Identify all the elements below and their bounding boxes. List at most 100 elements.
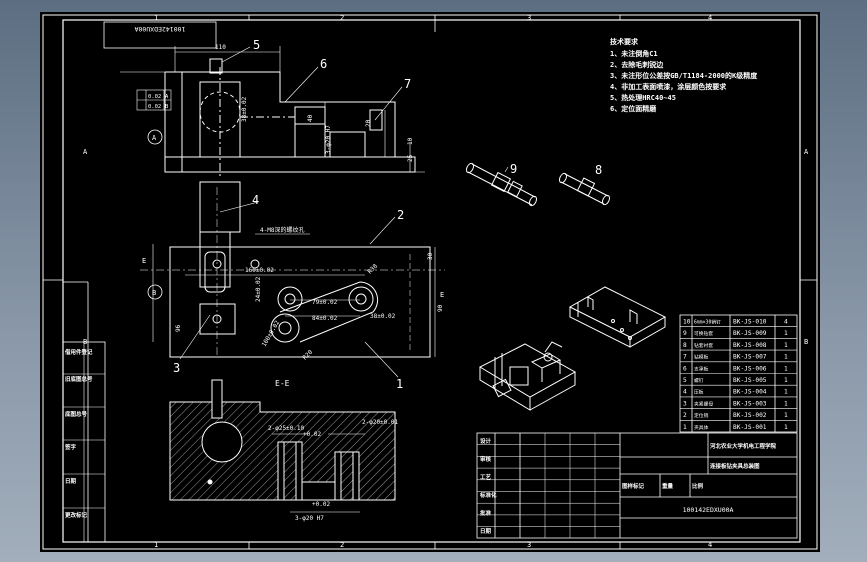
- datum-b-circle: [147, 284, 163, 300]
- bom-cell-name: 压板: [694, 389, 704, 396]
- title-weight-label: 重量: [662, 482, 674, 490]
- bom-cell-no: 2: [683, 412, 687, 419]
- top-drawing-number: 100142EDXU00A: [134, 25, 185, 33]
- section-e-e-label: E-E: [275, 379, 290, 388]
- title-scale-label: 图样标记: [622, 482, 645, 490]
- balloon-8: 8: [595, 163, 602, 177]
- datum-a-circle: [147, 129, 163, 145]
- bom-cell-name: 夹紧螺母: [694, 400, 713, 407]
- bom-cell-qty: 1: [784, 377, 788, 384]
- bom-cell-qty: 1: [784, 365, 788, 372]
- bom-cell-no: 4: [683, 389, 687, 396]
- zone-col-1-bottom: 1: [154, 541, 158, 549]
- bom-cell-qty: 1: [784, 354, 788, 361]
- bom-cell-no: 6: [683, 365, 687, 372]
- bom-cell-code: BK-JS-005: [733, 377, 767, 384]
- dim-40: 40: [307, 114, 314, 122]
- zone-col-4-top: 4: [708, 14, 712, 22]
- bom-cell-no: 10: [683, 319, 691, 326]
- bom-cell-no: 1: [683, 424, 687, 431]
- bom-cell-no: 7: [683, 354, 687, 361]
- dim-90: 90: [437, 304, 444, 312]
- dim-24: 24±0.02: [255, 276, 262, 302]
- title-block-grid: [477, 433, 620, 538]
- zone-col-3-bottom: 3: [527, 541, 531, 549]
- dim-10: 10: [407, 137, 414, 145]
- front-view: [164, 58, 416, 177]
- bom-cell-code: BK-JS-006: [733, 365, 767, 372]
- tolerance-frame: 0.02 0.02 A B: [136, 89, 172, 111]
- tol-datum-1: A: [165, 94, 169, 100]
- section-mark-e-left: E: [142, 257, 146, 265]
- inner-frame: [62, 19, 801, 543]
- title-school: 河北农业大学机电工程学院: [710, 442, 777, 450]
- title-label-design: 设计: [480, 437, 492, 445]
- outer-border: [42, 14, 818, 550]
- isometric-fixture-assembly: [478, 341, 577, 411]
- bom-cell-name: 定位销: [694, 412, 709, 419]
- dim-2phi25: 2-φ25±0.10: [268, 425, 305, 432]
- dim-79: 79±0.02: [312, 299, 338, 306]
- bom-cell-no: 8: [683, 342, 687, 349]
- datum-a-label: A: [152, 134, 157, 142]
- zone-col-2-bottom: 2: [340, 541, 344, 549]
- bom-cell-name: 夹具体: [694, 424, 709, 431]
- side-label-2: 旧底图总号: [65, 375, 93, 383]
- bom-cell-code: BK-JS-001: [733, 424, 767, 431]
- bom-cell-no: 5: [683, 377, 687, 384]
- cad-drawing-sheet: 1 2 3 4 1 2 3 4 A B A B 100142EDXU00A 借用…: [40, 12, 820, 552]
- leader-lines: [179, 46, 509, 378]
- part-9-bushing: [465, 162, 538, 207]
- balloon-6: 6: [320, 57, 327, 71]
- top-drawing-number-box: [103, 21, 217, 49]
- tol-value-1: 0.02: [148, 94, 161, 100]
- title-label-date: 日期: [480, 527, 492, 535]
- balloon-2: 2: [397, 208, 404, 222]
- dim-20: 20: [365, 119, 372, 127]
- title-label-process: 工艺: [480, 473, 492, 481]
- dim-160: 160±0.02: [245, 267, 274, 274]
- dim-84: 84±0.02: [312, 315, 338, 322]
- tol-datum-2: B: [165, 104, 169, 110]
- bom-cell-qty: 4: [784, 319, 788, 326]
- balloon-4: 4: [252, 193, 259, 207]
- zone-row-a-left: A: [83, 148, 88, 156]
- bom-cell-no: 9: [683, 330, 687, 337]
- balloon-3: 3: [173, 361, 180, 375]
- dim-phi20-front: 3-φ20 H7: [325, 125, 332, 154]
- dim-plus002-bottom: +0.02: [312, 501, 330, 508]
- bom-cell-qty: 1: [784, 389, 788, 396]
- section-mark-e-right: E: [440, 291, 444, 299]
- tech-req-line-2: 2、去除毛刺锐边: [610, 60, 664, 69]
- bom-cell-name: 6mm×30销钉: [694, 319, 721, 326]
- zone-row-a-right: A: [804, 148, 809, 156]
- balloon-1: 1: [396, 377, 403, 391]
- bom-cell-code: BK-JS-003: [733, 400, 767, 407]
- tech-req-line-5: 5、热处理HRC40~45: [610, 93, 676, 102]
- dim-38: 38±0.02: [241, 96, 248, 122]
- side-column: [62, 281, 106, 543]
- balloon-7: 7: [404, 77, 411, 91]
- part-8-sleeve: [558, 172, 611, 206]
- dim-110: 110: [215, 44, 226, 51]
- title-ratio-label: 比例: [692, 482, 704, 490]
- front-view-dimension-lines: [120, 46, 425, 173]
- bom-cell-name: 可换钻套: [694, 330, 713, 337]
- bom-cell-qty: 1: [784, 342, 788, 349]
- zone-col-3-top: 3: [527, 14, 531, 22]
- side-label-3: 底图总号: [64, 410, 88, 418]
- datum-b-label: B: [152, 289, 156, 297]
- zone-col-2-top: 2: [340, 14, 344, 22]
- title-block: [476, 432, 798, 539]
- bom-cell-code: BK-JS-002: [733, 412, 767, 419]
- bom-cell-qty: 1: [784, 400, 788, 407]
- side-label-1: 借用件登记: [64, 348, 93, 356]
- plan-view: [140, 181, 445, 358]
- bottom-drawing-number: 100142EDXU00A: [683, 506, 734, 514]
- dim-30: 30: [427, 252, 434, 260]
- tech-req-line-3: 3、未注形位公差按GB/T1184-2000的K级精度: [610, 71, 758, 80]
- dim-plus002-top: +0.02: [303, 431, 321, 438]
- section-dimension-lines: [272, 433, 365, 513]
- dim-4m8: 4-M8深的螺纹孔: [260, 226, 304, 234]
